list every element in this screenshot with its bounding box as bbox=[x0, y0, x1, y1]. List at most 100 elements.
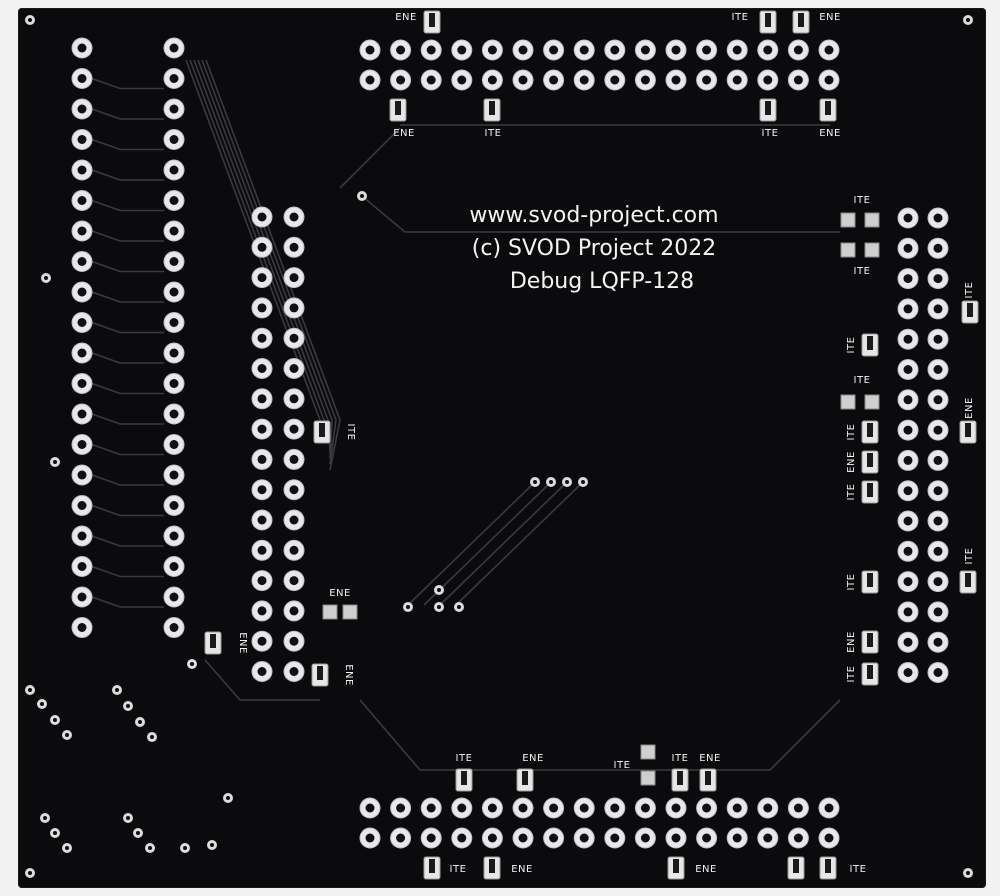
pad bbox=[71, 68, 93, 89]
pad-label-ene: ENE bbox=[819, 128, 841, 139]
pad-hole bbox=[289, 606, 299, 616]
pad-label-ite: ITE bbox=[345, 424, 356, 441]
via bbox=[546, 477, 556, 487]
pad-hole bbox=[933, 425, 943, 435]
pad-hole bbox=[289, 242, 299, 252]
pad-hole bbox=[169, 318, 179, 327]
trace bbox=[91, 321, 164, 334]
pad bbox=[71, 220, 93, 242]
via-hole bbox=[183, 846, 187, 850]
solder-jumper bbox=[861, 333, 879, 357]
pad bbox=[163, 586, 185, 608]
pad-hole bbox=[933, 546, 943, 556]
via bbox=[25, 15, 35, 25]
solder-jumper bbox=[483, 98, 501, 122]
via bbox=[963, 15, 973, 25]
trace bbox=[455, 481, 584, 606]
pad bbox=[481, 797, 503, 819]
via bbox=[123, 813, 133, 823]
pad bbox=[927, 237, 949, 259]
via bbox=[133, 828, 143, 838]
via bbox=[62, 730, 72, 740]
pad bbox=[481, 69, 503, 91]
trace bbox=[359, 699, 841, 771]
pad bbox=[283, 479, 305, 501]
pad bbox=[163, 312, 185, 333]
solder-jumper bbox=[667, 856, 685, 880]
square-pad bbox=[840, 242, 856, 258]
pad bbox=[163, 403, 185, 425]
pad bbox=[634, 69, 656, 91]
pad-hole bbox=[903, 274, 913, 284]
via bbox=[112, 685, 122, 695]
pad-hole bbox=[732, 45, 742, 55]
trace bbox=[201, 59, 337, 465]
pad-label-ene: ENE bbox=[343, 664, 354, 686]
pad-hole bbox=[579, 833, 589, 843]
trace bbox=[91, 443, 164, 456]
jumper-gap bbox=[673, 859, 679, 873]
pad-hole bbox=[579, 803, 589, 813]
pad-hole bbox=[77, 257, 87, 266]
pad-label-ite: ITE bbox=[450, 864, 467, 875]
pad-hole bbox=[396, 803, 406, 813]
pad-hole bbox=[903, 668, 913, 677]
pad bbox=[757, 69, 779, 91]
pad-hole bbox=[77, 165, 87, 175]
pad-hole bbox=[257, 454, 267, 464]
solder-jumper bbox=[861, 480, 879, 504]
pad-hole bbox=[487, 45, 497, 55]
pad-label-ite: ITE bbox=[846, 484, 857, 501]
pad bbox=[927, 631, 949, 653]
via bbox=[145, 843, 155, 853]
via bbox=[50, 457, 60, 467]
pad-hole bbox=[257, 576, 267, 586]
pad-hole bbox=[518, 803, 528, 813]
pad-hole bbox=[77, 196, 87, 205]
solder-jumper bbox=[959, 420, 977, 444]
pad bbox=[604, 797, 626, 819]
pad-hole bbox=[518, 45, 528, 55]
pad-hole bbox=[933, 607, 943, 617]
pad-hole bbox=[77, 226, 87, 236]
pad-hole bbox=[702, 75, 712, 85]
via-hole bbox=[28, 688, 32, 692]
solder-jumper bbox=[861, 420, 879, 444]
pad-hole bbox=[169, 623, 179, 632]
pad-hole bbox=[933, 455, 943, 465]
pad-hole bbox=[732, 803, 742, 813]
website-text: www.svod-project.com bbox=[469, 203, 718, 228]
pad bbox=[543, 797, 565, 819]
pad bbox=[451, 69, 473, 91]
pad bbox=[665, 827, 687, 849]
pad-hole bbox=[257, 636, 267, 646]
trace bbox=[439, 481, 568, 606]
pad-hole bbox=[77, 43, 87, 53]
via-hole bbox=[53, 831, 57, 835]
pad-hole bbox=[257, 667, 267, 676]
copyright-text: (c) SVOD Project 2022 bbox=[472, 236, 716, 261]
pad bbox=[512, 827, 534, 849]
jumper-gap bbox=[798, 13, 804, 27]
pad-label-ite: ITE bbox=[846, 666, 857, 683]
pad-hole bbox=[933, 577, 943, 587]
pad-hole bbox=[610, 45, 620, 55]
pad-hole bbox=[824, 45, 834, 55]
trace bbox=[339, 127, 401, 189]
pad-hole bbox=[77, 501, 87, 510]
jumper-gap bbox=[867, 633, 873, 647]
jumper-gap bbox=[429, 859, 435, 873]
trace bbox=[423, 481, 552, 606]
pad bbox=[251, 570, 273, 592]
pad-hole bbox=[793, 45, 803, 55]
pad-hole bbox=[365, 803, 375, 813]
pad bbox=[665, 39, 687, 61]
via-hole bbox=[533, 480, 537, 484]
pad bbox=[420, 797, 442, 819]
pad-hole bbox=[169, 196, 179, 205]
jumper-gap bbox=[705, 771, 711, 785]
pad bbox=[283, 509, 305, 531]
pad bbox=[757, 827, 779, 849]
pad bbox=[897, 631, 919, 653]
pad bbox=[283, 418, 305, 440]
